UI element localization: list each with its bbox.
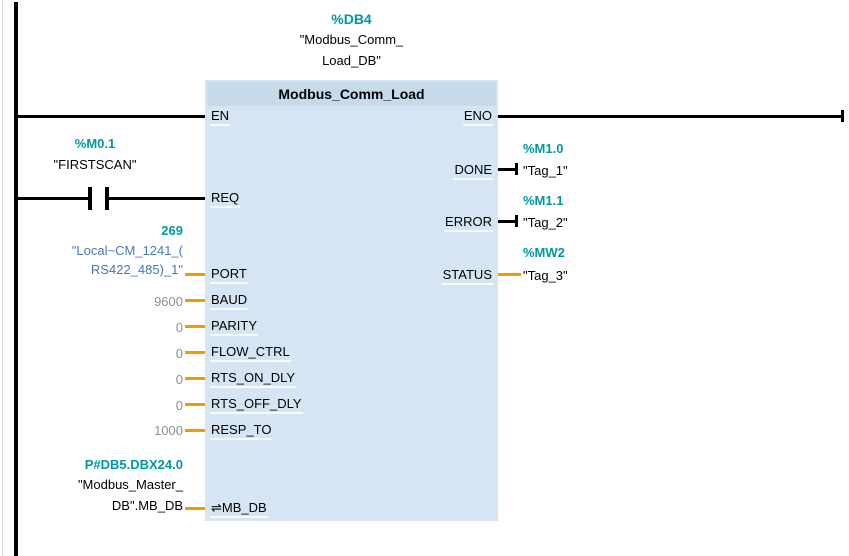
mb-db-name-line2[interactable]: DB".MB_DB bbox=[111, 498, 183, 513]
pin-rts-off-dly: RTS_OFF_DLY bbox=[210, 396, 303, 414]
done-address[interactable]: %M1.0 bbox=[523, 141, 564, 156]
error-address[interactable]: %M1.1 bbox=[523, 193, 564, 208]
pin-en: EN bbox=[210, 108, 231, 126]
stub-baud bbox=[185, 299, 205, 302]
function-block-modbus-comm-load[interactable]: Modbus_Comm_Load bbox=[205, 80, 498, 521]
resp-to-value[interactable]: 1000 bbox=[154, 423, 183, 438]
parity-value[interactable]: 0 bbox=[175, 320, 183, 335]
stub-resp-to bbox=[185, 429, 205, 432]
stub-mb-db bbox=[185, 507, 205, 510]
baud-value[interactable]: 9600 bbox=[154, 294, 183, 309]
instance-db-address[interactable]: %DB4 bbox=[331, 11, 372, 27]
rts-on-dly-value[interactable]: 0 bbox=[175, 372, 183, 387]
done-tag[interactable]: "Tag_1" bbox=[523, 163, 568, 178]
stub-done bbox=[498, 168, 517, 171]
stub-port bbox=[185, 273, 205, 276]
stub-flow-ctrl bbox=[185, 351, 205, 354]
error-tag[interactable]: "Tag_2" bbox=[523, 215, 568, 230]
rts-off-dly-value[interactable]: 0 bbox=[175, 398, 183, 413]
pin-req: REQ bbox=[210, 190, 241, 208]
pin-status: STATUS bbox=[380, 267, 493, 285]
wire-req-left bbox=[16, 197, 88, 200]
stub-done-tick bbox=[515, 163, 518, 175]
stub-error-tick bbox=[515, 215, 518, 227]
stub-rts-on-dly bbox=[185, 377, 205, 380]
wire-req-right bbox=[109, 197, 205, 200]
instance-db-name-line1[interactable]: "Modbus_Comm_ bbox=[299, 32, 404, 47]
stub-error bbox=[498, 220, 517, 223]
status-tag[interactable]: "Tag_3" bbox=[523, 268, 568, 283]
inout-icon: ⇌ bbox=[211, 500, 222, 515]
contact-left-bar bbox=[88, 187, 92, 210]
pin-resp-to: RESP_TO bbox=[210, 422, 273, 440]
contact-address[interactable]: %M0.1 bbox=[74, 136, 116, 151]
pin-rts-on-dly: RTS_ON_DLY bbox=[210, 370, 297, 388]
pin-error: ERROR bbox=[380, 214, 493, 232]
stub-rts-off-dly bbox=[185, 403, 205, 406]
wire-en bbox=[16, 115, 205, 118]
flow-ctrl-value[interactable]: 0 bbox=[175, 346, 183, 361]
pin-eno: ENO bbox=[380, 108, 493, 126]
pin-port: PORT bbox=[210, 266, 248, 284]
port-name-line1[interactable]: "Local~CM_1241_( bbox=[71, 243, 183, 258]
editor-left-border bbox=[2, 0, 3, 556]
contact-right-bar bbox=[105, 187, 109, 210]
wire-eno-end-tick bbox=[841, 110, 844, 122]
contact-tag[interactable]: "FIRSTSCAN" bbox=[53, 157, 137, 172]
wire-eno bbox=[498, 115, 842, 118]
instance-db-name-line2[interactable]: Load_DB" bbox=[322, 53, 381, 68]
pin-flow-ctrl: FLOW_CTRL bbox=[210, 344, 291, 362]
pin-parity: PARITY bbox=[210, 318, 258, 336]
port-name-line2[interactable]: RS422_485)_1" bbox=[90, 262, 183, 277]
power-rail bbox=[14, 2, 18, 556]
mb-db-name-line1[interactable]: "Modbus_Master_ bbox=[77, 477, 183, 492]
pin-done: DONE bbox=[380, 162, 493, 180]
mb-db-pointer[interactable]: P#DB5.DBX24.0 bbox=[84, 457, 183, 472]
stub-parity bbox=[185, 325, 205, 328]
block-title[interactable]: Modbus_Comm_Load bbox=[207, 82, 496, 106]
pin-mb-db: ⇌MB_DB bbox=[210, 500, 268, 518]
pin-baud: BAUD bbox=[210, 292, 249, 310]
status-address[interactable]: %MW2 bbox=[523, 245, 565, 260]
stub-status bbox=[498, 273, 521, 276]
port-value[interactable]: 269 bbox=[161, 223, 183, 238]
